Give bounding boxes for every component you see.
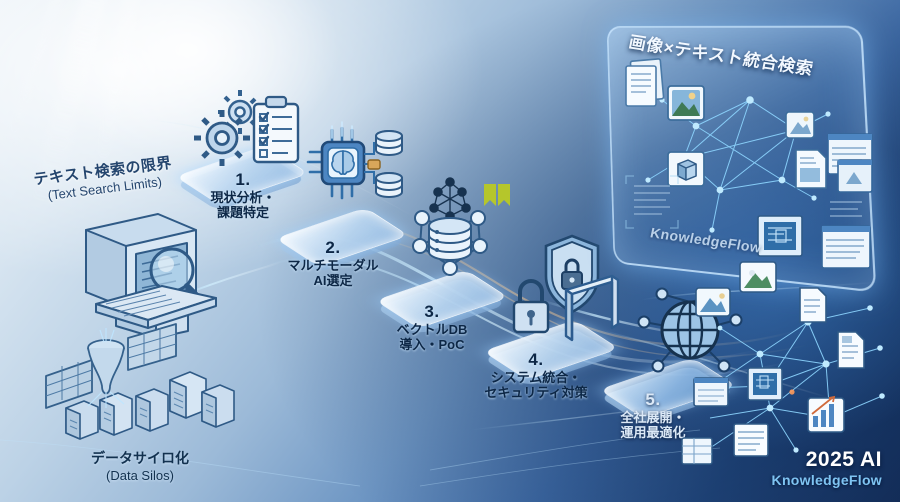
- step-3-line1: ベクトルDB: [396, 322, 468, 338]
- step-2-icons: [306, 121, 403, 200]
- table-icon: [681, 437, 713, 465]
- chart-icon: [807, 395, 845, 433]
- database-cylinder-icon: [375, 130, 403, 156]
- step-4-caption: 4. システム統合・ セキュリティ対策: [462, 350, 610, 401]
- step-2-caption: 2. マルチモーダル AI選定: [268, 238, 398, 289]
- wall-left: [45, 359, 93, 409]
- step-2-number: 2.: [325, 238, 341, 257]
- brand-year-label: 2025 AI: [805, 448, 882, 471]
- data-silos-illustration: [45, 323, 235, 440]
- document-icon: [733, 423, 769, 457]
- step-2-line1: マルチモーダル: [287, 258, 379, 274]
- knowledge-network-cluster: [681, 261, 885, 465]
- gateway-icon: [564, 274, 620, 342]
- step-4-number: 4.: [528, 350, 544, 369]
- step-1-caption: 1. 現状分析・ 課題特定: [188, 170, 298, 221]
- step-1-line1: 現状分析・: [210, 190, 276, 206]
- padlock-icon: [512, 279, 550, 334]
- data-silos-label-en: (Data Silos): [106, 468, 174, 483]
- data-silos-caption: データサイロ化 (Data Silos): [60, 448, 220, 483]
- document-window-icon: [837, 159, 873, 193]
- document-icon: [799, 287, 827, 323]
- step-1-line2: 課題特定: [216, 205, 269, 221]
- document-icon: [625, 58, 665, 107]
- image-icon: [695, 287, 731, 317]
- node-graph-icon: [429, 177, 471, 221]
- step-3-number: 3.: [424, 302, 440, 321]
- text-lines-icon: [830, 201, 862, 217]
- step-2-line2: AI選定: [313, 273, 353, 289]
- vector-database-icon: [412, 210, 488, 276]
- step-3-line2: 導入・PoC: [399, 337, 465, 353]
- document-icon: [837, 331, 865, 369]
- database-cylinder-icon: [375, 172, 403, 198]
- brand-block: 2025 AI KnowledgeFlow: [772, 448, 882, 488]
- data-silos-label-jp: データサイロ化: [91, 450, 189, 466]
- document-icon: [693, 377, 729, 407]
- legacy-keyboard-icon: [95, 285, 217, 329]
- image-icon: [785, 111, 815, 139]
- blueprint-icon: [757, 215, 803, 257]
- server-stack-icons: [65, 371, 235, 440]
- step-1-icons: [194, 90, 300, 166]
- document-window-icon: [821, 225, 871, 269]
- step-5-line1: 全社展開・: [620, 410, 686, 426]
- wall-right: [127, 323, 177, 371]
- gear-icon: [194, 110, 250, 166]
- step-4-line1: システム統合・: [490, 370, 582, 386]
- step-5-number: 5.: [645, 390, 661, 409]
- screen-content: [625, 58, 873, 269]
- shield-lock-icon: [544, 234, 600, 314]
- blueprint-icon: [747, 367, 783, 401]
- step-5-caption: 5. 全社展開・ 運用最適化: [588, 390, 718, 441]
- text-block-icon: [625, 175, 679, 229]
- step-3-icons: [412, 177, 510, 276]
- clipboard-checklist-icon: [252, 95, 300, 164]
- bookmark-badge-icon: [484, 184, 510, 206]
- brand-name-label: KnowledgeFlow: [771, 472, 882, 488]
- ai-chip-brain-icon: [306, 126, 366, 200]
- step-3-caption: 3. ベクトルDB 導入・PoC: [372, 302, 492, 353]
- image-icon: [739, 261, 777, 293]
- step-5-line2: 運用最適化: [620, 425, 686, 441]
- step-1-number: 1.: [235, 170, 251, 189]
- image-icon: [667, 85, 705, 121]
- step-4-line2: セキュリティ対策: [484, 385, 588, 401]
- cube-icon: [667, 151, 705, 187]
- step-4-icons: [512, 234, 620, 342]
- document-icon: [795, 149, 827, 189]
